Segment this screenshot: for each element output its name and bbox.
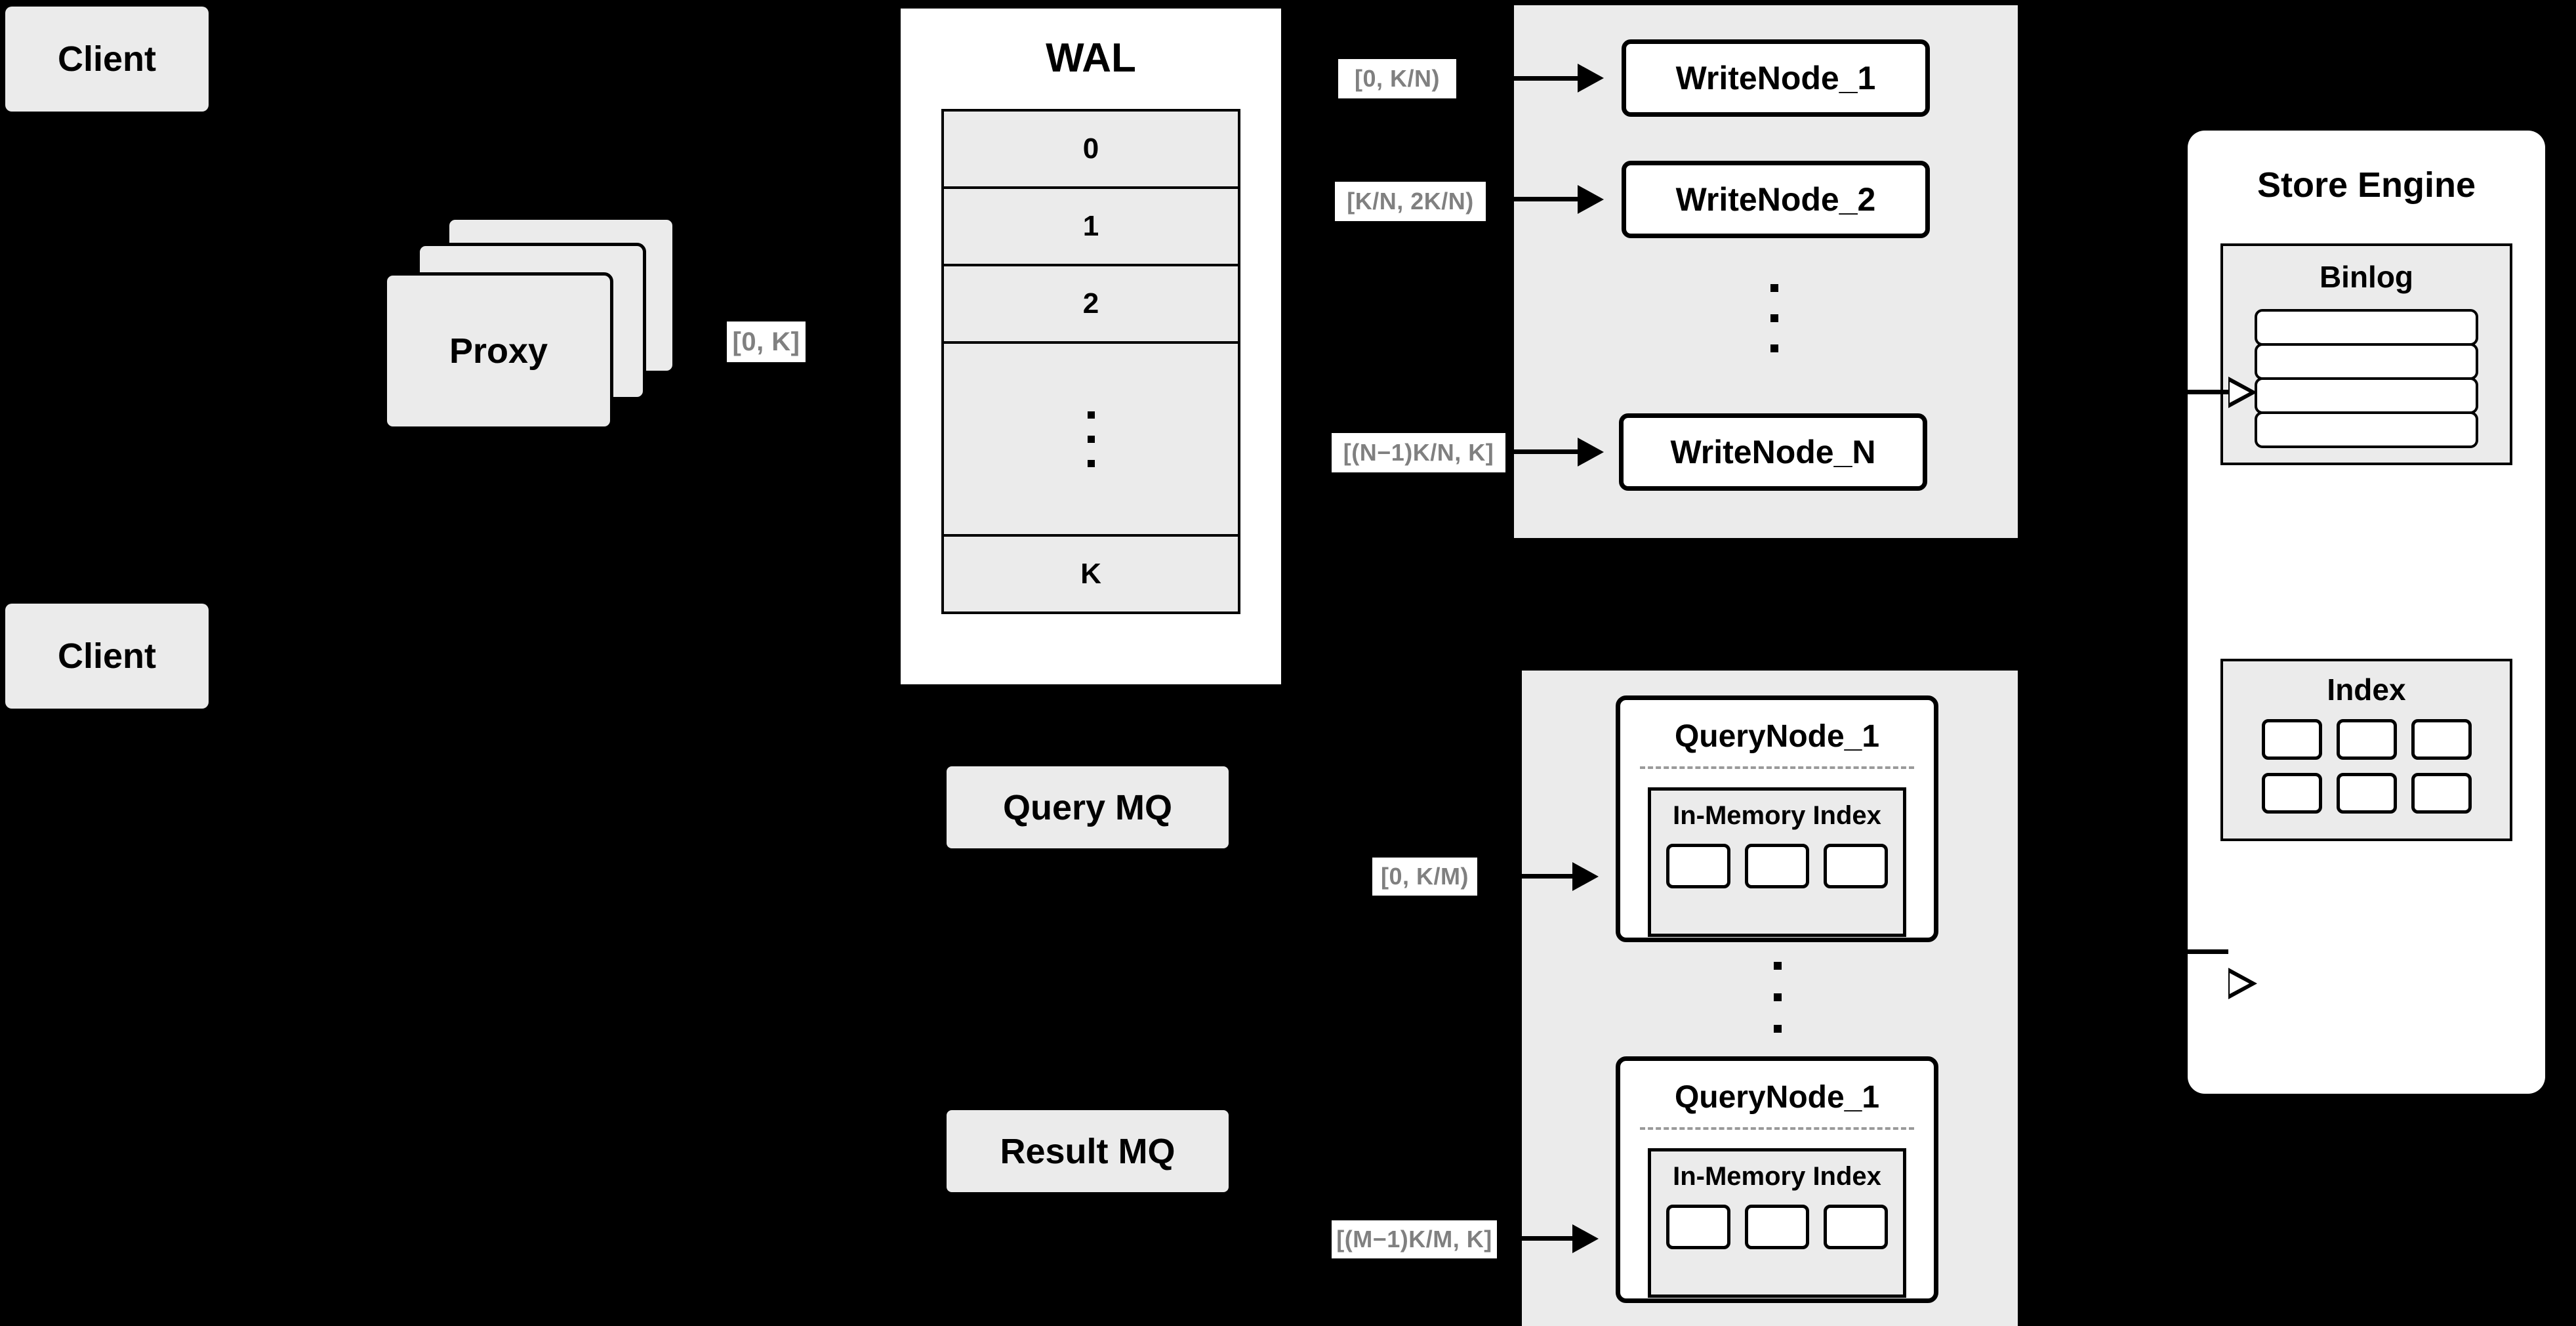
write-node-1-arrow-head xyxy=(1578,64,1604,93)
binlog-segment xyxy=(2255,309,2478,346)
index-cell xyxy=(1666,1205,1730,1249)
index-cell-row xyxy=(2261,719,2472,760)
query-node-2-arrow-line xyxy=(1497,1236,1572,1241)
query-node-2-memory-index-title: In-Memory Index xyxy=(1673,1162,1881,1191)
client-label-2: Client xyxy=(57,636,156,676)
write-node-2[interactable]: WriteNode_2 xyxy=(1622,161,1930,238)
query-node-2-cell-row xyxy=(1651,1205,1903,1249)
query-node-2-arrow-head xyxy=(1572,1224,1599,1253)
query-node-1-memory-index: In-Memory Index xyxy=(1648,787,1906,937)
query-node-1-separator xyxy=(1640,766,1914,769)
client-label-1: Client xyxy=(57,39,156,79)
write-node-n[interactable]: WriteNode_N xyxy=(1619,413,1927,491)
query-node-1[interactable]: QueryNode_1 In-Memory Index xyxy=(1616,695,1938,942)
wal-row: 2 xyxy=(944,266,1238,344)
index-cell xyxy=(1666,844,1730,888)
query-node-1-memory-index-title: In-Memory Index xyxy=(1673,801,1881,830)
index-cell xyxy=(2411,773,2472,814)
proxy-label: Proxy xyxy=(449,331,548,371)
binlog-panel: Binlog xyxy=(2220,243,2512,465)
client-box-1[interactable]: Client xyxy=(5,7,209,112)
index-arrow-line xyxy=(2188,949,2228,954)
write-node-2-arrow-head xyxy=(1578,185,1604,214)
index-cell xyxy=(1745,1205,1809,1249)
write-node-1-range-label: [0, K/N) xyxy=(1338,59,1456,98)
binlog-segment xyxy=(2255,411,2478,448)
wal-row: 1 xyxy=(944,189,1238,267)
binlog-segment xyxy=(2255,343,2478,380)
binlog-segment xyxy=(2255,377,2478,414)
index-cell xyxy=(1824,844,1888,888)
index-cell xyxy=(2336,719,2397,760)
binlog-arrow-head xyxy=(2228,377,2257,408)
wal-row: K xyxy=(944,536,1238,612)
index-arrow-head xyxy=(2228,968,2257,999)
index-title: Index xyxy=(2327,673,2406,707)
index-cell xyxy=(2261,719,2322,760)
query-node-2-memory-index: In-Memory Index xyxy=(1648,1148,1906,1298)
query-node-2[interactable]: QueryNode_1 In-Memory Index xyxy=(1616,1056,1938,1303)
write-node-2-range-label: [K/N, 2K/N) xyxy=(1335,182,1486,221)
query-node-1-title: QueryNode_1 xyxy=(1674,719,1880,754)
store-engine-title: Store Engine xyxy=(2257,165,2476,205)
write-node-2-arrow-line xyxy=(1486,197,1578,201)
query-cluster-ellipsis xyxy=(1765,945,1791,1050)
index-cell xyxy=(1824,1205,1888,1249)
index-cell xyxy=(1745,844,1809,888)
index-cell xyxy=(2336,773,2397,814)
write-node-n-arrow-head xyxy=(1578,438,1604,466)
result-mq-box[interactable]: Result MQ xyxy=(947,1110,1229,1192)
write-node-n-arrow-line xyxy=(1505,449,1578,454)
wal-ellipsis-row xyxy=(944,344,1238,537)
query-node-1-cell-row xyxy=(1651,844,1903,888)
query-mq-box[interactable]: Query MQ xyxy=(947,766,1229,848)
wal-row: 0 xyxy=(944,112,1238,190)
index-cell-grid xyxy=(2223,719,2510,814)
client-box-2[interactable]: Client xyxy=(5,604,209,709)
query-node-1-range-label: [0, K/M) xyxy=(1372,858,1477,896)
write-node-n-range-label: [(N−1)K/N, K] xyxy=(1332,433,1505,472)
wal-panel: WAL 0 1 2 K xyxy=(897,5,1284,688)
query-node-2-title: QueryNode_1 xyxy=(1674,1080,1880,1115)
write-node-1[interactable]: WriteNode_1 xyxy=(1622,39,1930,117)
binlog-title: Binlog xyxy=(2319,260,2414,294)
wal-table: 0 1 2 K xyxy=(941,109,1240,614)
index-cell xyxy=(2261,773,2322,814)
store-engine-panel: Store Engine Binlog Index xyxy=(2188,131,2545,1094)
query-node-1-arrow-head xyxy=(1572,862,1599,891)
binlog-arrow-line xyxy=(2188,390,2228,394)
query-node-2-range-label: [(M−1)K/M, K] xyxy=(1332,1220,1497,1258)
query-node-1-arrow-line xyxy=(1477,874,1572,879)
query-node-2-separator xyxy=(1640,1127,1914,1130)
write-cluster-ellipsis xyxy=(1761,269,1788,367)
wal-title: WAL xyxy=(1046,35,1136,81)
write-node-1-arrow-line xyxy=(1460,76,1578,81)
index-cell-row xyxy=(2261,773,2472,814)
proxy-box[interactable]: Proxy xyxy=(384,272,613,430)
index-cell xyxy=(2411,719,2472,760)
proxy-range-label: [0, K] xyxy=(727,321,806,362)
index-panel: Index xyxy=(2220,659,2512,841)
